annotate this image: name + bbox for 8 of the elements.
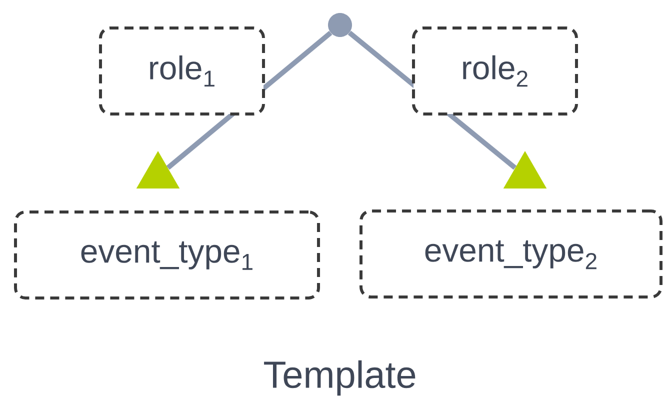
triangle-marker [136, 151, 180, 188]
role-box: role$_{2}$ [412, 26, 578, 116]
caption: Template [264, 360, 416, 396]
root-circle [328, 13, 352, 37]
triangle-marker [503, 151, 547, 188]
event-box: event_type$_{2}$ [360, 210, 662, 298]
event-box: event_type$_{1}$ [14, 210, 320, 300]
role-box: role$_{1}$ [99, 26, 265, 116]
